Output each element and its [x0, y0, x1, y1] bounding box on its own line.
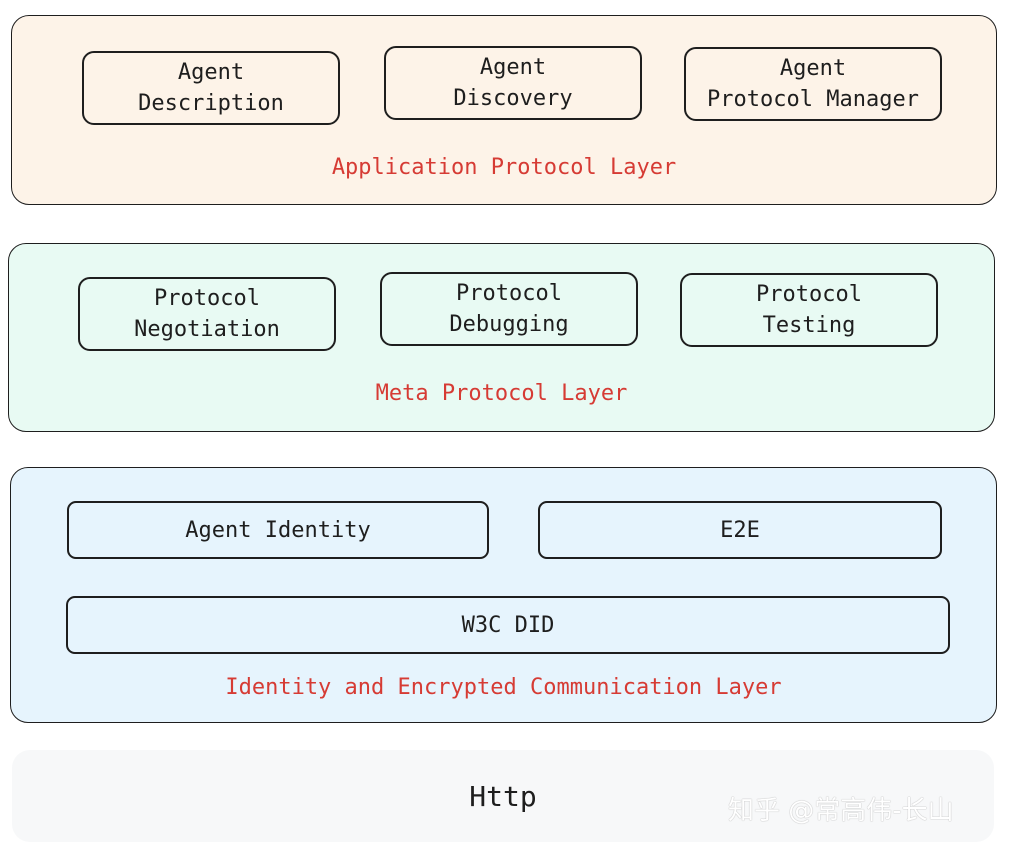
protocol-testing-box: Protocol Testing	[680, 273, 938, 347]
meta-layer-label: Meta Protocol Layer	[375, 381, 628, 406]
agent-identity-box: Agent Identity	[67, 501, 489, 559]
http-layer: Http	[12, 750, 994, 842]
agent-protocol-manager-box: Agent Protocol Manager	[684, 47, 942, 121]
protocol-debugging-box: Protocol Debugging	[380, 272, 638, 346]
agent-discovery-box: Agent Discovery	[384, 46, 642, 120]
application-protocol-layer: Agent Description Agent Discovery Agent …	[11, 15, 997, 205]
identity-layer-label: Identity and Encrypted Communication Lay…	[225, 675, 782, 700]
e2e-box: E2E	[538, 501, 942, 559]
agent-description-box: Agent Description	[82, 51, 340, 125]
w3c-did-box: W3C DID	[66, 596, 950, 654]
watermark: 知乎 @常高伟-长山	[728, 796, 954, 826]
application-layer-label: Application Protocol Layer	[331, 155, 677, 180]
http-label: Http	[469, 780, 537, 813]
meta-protocol-layer: Protocol Negotiation Protocol Debugging …	[8, 243, 995, 432]
identity-encrypted-communication-layer: Agent Identity E2E W3C DID Identity and …	[10, 467, 997, 723]
protocol-negotiation-box: Protocol Negotiation	[78, 277, 336, 351]
